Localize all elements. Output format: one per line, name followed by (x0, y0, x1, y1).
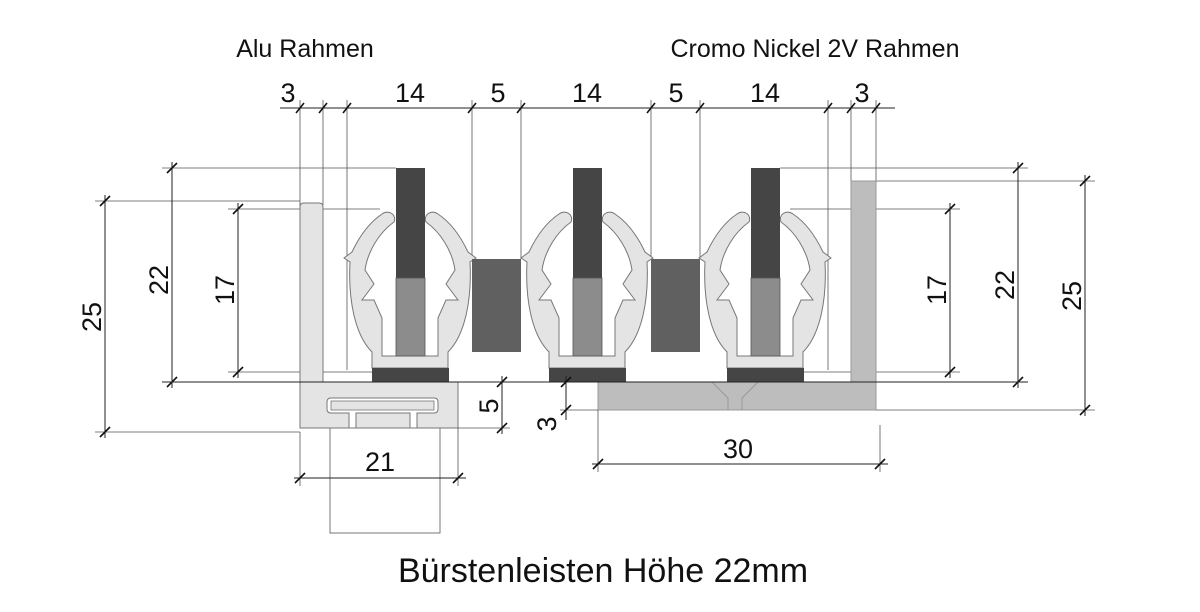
dim-top-3-right: 3 (854, 78, 869, 108)
dim-alu-width-21: 21 (365, 447, 395, 477)
left-vertical-dimensions: 25 22 17 (77, 162, 396, 438)
cromo-frame-title: Cromo Nickel 2V Rahmen (671, 35, 960, 63)
dim-right-22: 22 (990, 270, 1020, 300)
alu-frame-title: Alu Rahmen (236, 35, 374, 63)
brush-holder-2 (520, 168, 654, 382)
brush-holder-1 (343, 168, 477, 382)
dim-left-17: 17 (210, 275, 240, 305)
dim-cromo-width-30: 30 (723, 434, 753, 464)
dim-cromo-base-3: 3 (532, 416, 562, 431)
dim-top-3-left: 3 (280, 78, 295, 108)
top-dimension-chain: 3 14 5 14 5 14 3 (280, 78, 895, 428)
width-dimensions: 21 30 (294, 410, 888, 486)
dim-top-14-2: 14 (572, 78, 602, 108)
caption: Bürstenleisten Höhe 22mm (398, 552, 808, 590)
dim-left-22: 22 (144, 265, 174, 295)
brush-holder-3 (698, 168, 832, 382)
right-vertical-dimensions: 17 22 25 (780, 162, 1095, 416)
spacer-block-2 (651, 259, 700, 352)
dim-top-14-1: 14 (395, 78, 425, 108)
base-height-dimensions: 5 3 (458, 376, 598, 434)
dim-alu-base-5: 5 (474, 398, 504, 413)
dim-left-25: 25 (77, 302, 107, 332)
dim-right-25: 25 (1057, 281, 1087, 311)
dim-right-17: 17 (922, 275, 952, 305)
alu-frame-profile (299, 202, 459, 534)
dim-top-5-2: 5 (668, 78, 683, 108)
dim-top-5-1: 5 (490, 78, 505, 108)
dim-top-14-3: 14 (750, 78, 780, 108)
spacer-block-1 (472, 259, 521, 352)
